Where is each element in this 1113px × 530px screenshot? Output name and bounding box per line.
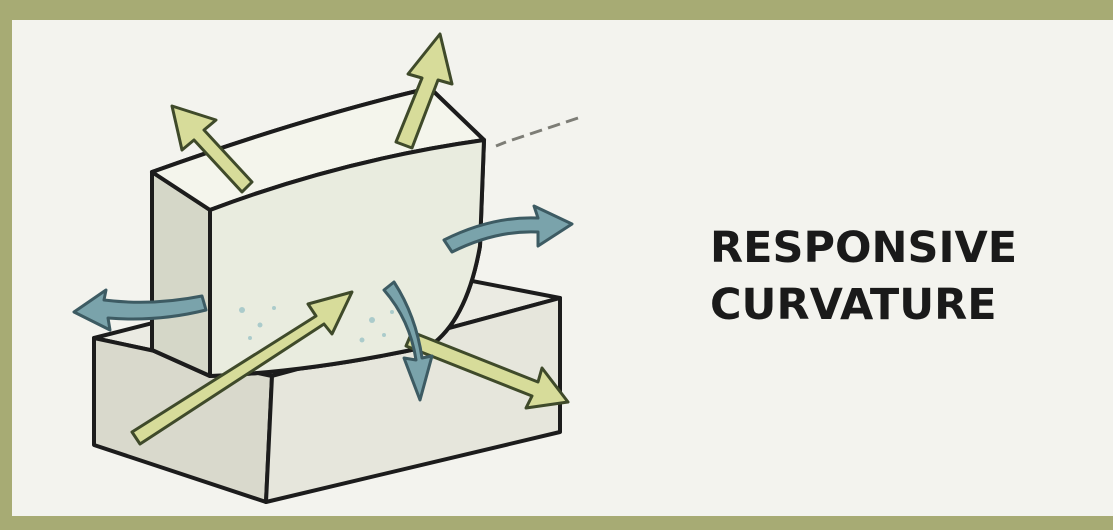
caption-line-1: RESPONSIVE <box>710 223 1018 273</box>
caption-line-2: CURVATURE <box>710 280 997 330</box>
outward-arrow-icon <box>130 32 570 446</box>
curvature-illustration <box>72 32 579 504</box>
flow-arrow-icon <box>72 204 574 402</box>
diagram-caption: RESPONSIVE CURVATURE <box>710 220 1110 334</box>
dashed-line-icon <box>495 116 579 148</box>
diagram-panel: RESPONSIVE CURVATURE <box>12 20 1113 516</box>
